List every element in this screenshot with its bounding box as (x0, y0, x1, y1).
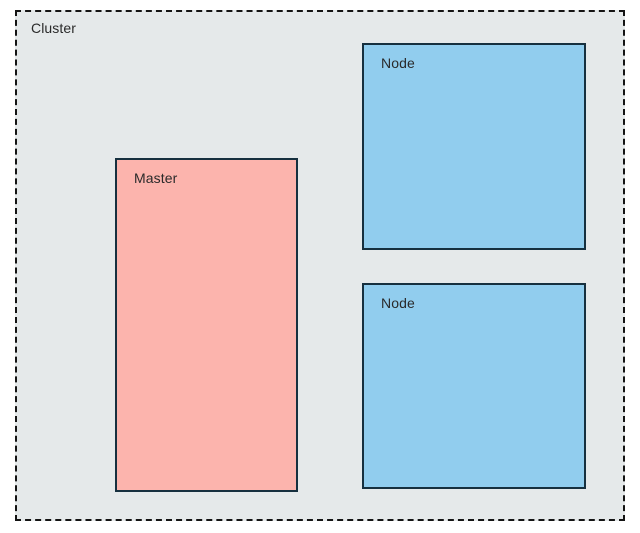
master-node-box[interactable]: Master (115, 158, 298, 492)
worker-node-label-1: Node (381, 55, 415, 71)
master-node-label: Master (134, 170, 178, 186)
worker-node-box-1[interactable]: Node (362, 43, 586, 250)
worker-node-box-2[interactable]: Node (362, 283, 586, 489)
cluster-container[interactable]: Cluster Master Node Node (15, 10, 625, 521)
worker-node-label-2: Node (381, 295, 415, 311)
cluster-label: Cluster (31, 20, 77, 36)
